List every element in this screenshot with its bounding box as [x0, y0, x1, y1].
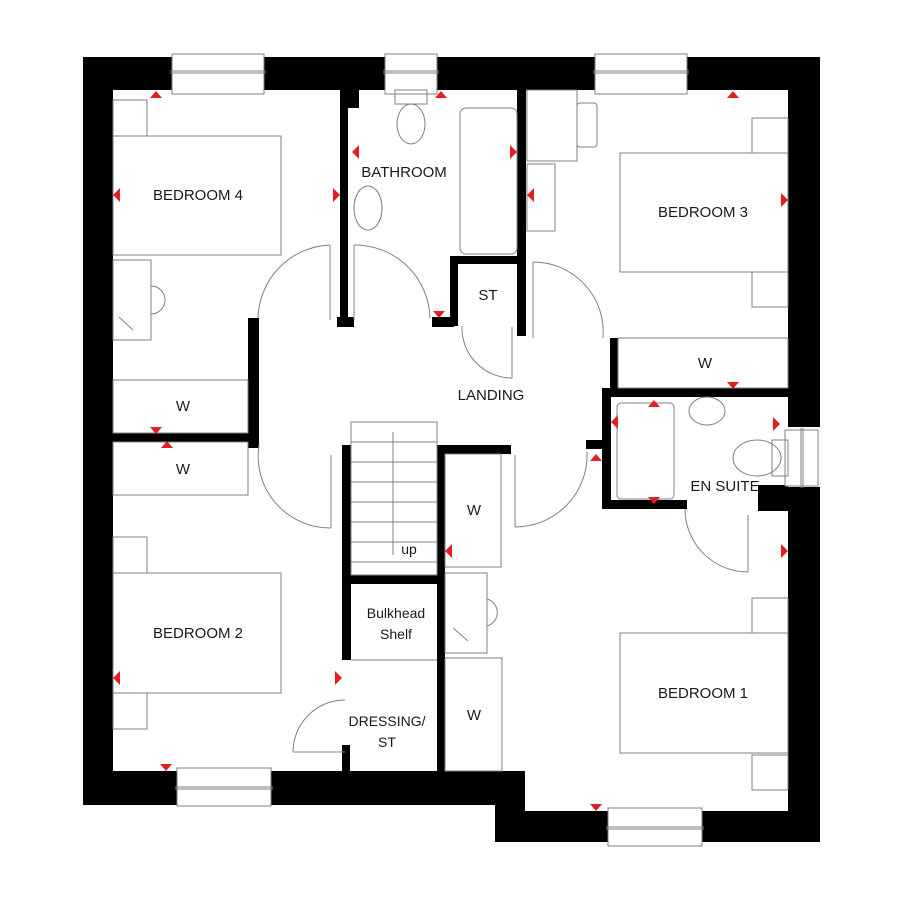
room-label-bathroom: BATHROOM	[361, 164, 447, 181]
room-label-landing: LANDING	[457, 387, 525, 404]
room-label-bedroom-4: BEDROOM 4	[152, 187, 244, 204]
room-label-bedroom-4-wardrobe: W	[175, 398, 191, 415]
room-label-en-suite: EN SUITE	[690, 478, 760, 495]
room-label-bedroom-2: BEDROOM 2	[152, 625, 244, 642]
room-label-bulkhead-line1: Bulkhead	[366, 605, 426, 621]
stairs-up-label: up	[401, 541, 417, 557]
room-label-bedroom-3: BEDROOM 3	[657, 204, 749, 221]
room-label-dressing-line2: ST	[378, 734, 396, 750]
room-label-bedroom-3-wardrobe: W	[697, 355, 713, 372]
room-label-bulkhead-line2: Shelf	[380, 626, 412, 642]
room-label-storage: ST	[478, 287, 498, 304]
room-label-bedroom-2-wardrobe: W	[175, 461, 191, 478]
room-label-dressing-line1: DRESSING/	[348, 713, 426, 729]
room-label-bedroom-1: BEDROOM 1	[657, 685, 749, 702]
room-label-bedroom-1-wardrobe: W	[466, 707, 482, 724]
fixtures	[112, 89, 789, 791]
socket-markers	[113, 91, 788, 811]
room-label-landing-wardrobe: W	[466, 502, 482, 519]
doors	[257, 244, 749, 753]
windows	[170, 53, 819, 847]
walls	[83, 57, 820, 842]
